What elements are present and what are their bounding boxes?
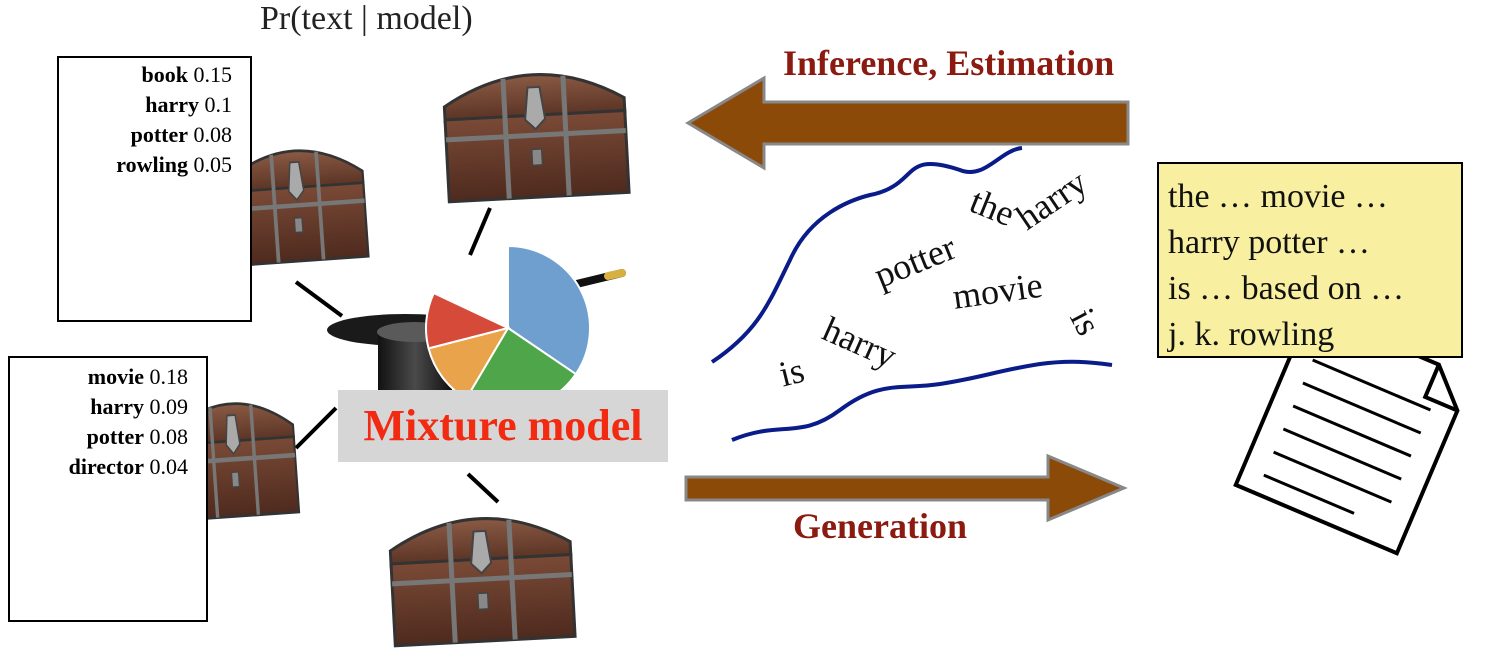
topic-row: director 0.04 <box>10 452 188 482</box>
topic-row: harry 0.1 <box>59 90 232 120</box>
topic-prob: 0.1 <box>204 92 233 117</box>
topic-word: movie <box>87 364 144 389</box>
topic-row: potter 0.08 <box>59 120 232 150</box>
text-stream-top-curve <box>710 146 1023 364</box>
topic-prob: 0.18 <box>149 364 189 389</box>
topic-box-2: movie 0.18 harry 0.09 potter 0.08 direct… <box>8 356 208 622</box>
generation-arrow <box>684 453 1128 523</box>
document-line: j. k. rowling <box>1168 316 1335 353</box>
topic-row: rowling 0.05 <box>59 150 232 180</box>
topic-word: rowling <box>116 152 188 177</box>
generation-label: Generation <box>793 506 967 546</box>
inference-arrow <box>685 75 1130 171</box>
topic-prob: 0.04 <box>149 454 189 479</box>
pie-slice <box>507 244 591 376</box>
topic-word: potter <box>130 122 188 147</box>
topic-row: potter 0.08 <box>10 422 188 452</box>
document-line: harry potter … <box>1168 224 1371 261</box>
diagram-title: Pr(text | model) <box>260 0 473 37</box>
topic-word: potter <box>86 424 144 449</box>
topic-prob: 0.05 <box>193 152 233 177</box>
inference-label: Inference, Estimation <box>783 43 1115 83</box>
topic-prob: 0.09 <box>149 394 189 419</box>
pie-slice <box>425 291 511 350</box>
document-text-note: the … movie … harry potter … is … based … <box>1157 162 1463 358</box>
treasure-chest-icon <box>389 514 575 646</box>
document-line: the … movie … <box>1168 178 1389 215</box>
mixture-pie-chart <box>425 244 591 411</box>
mixture-model-label: Mixture model <box>338 390 668 462</box>
topic-box-1: book 0.15 harry 0.1 potter 0.08 rowling … <box>57 56 252 322</box>
topic-word: harry <box>90 394 144 419</box>
connector-lines <box>294 207 500 504</box>
topic-row: movie 0.18 <box>10 362 188 392</box>
topic-prob: 0.08 <box>149 424 189 449</box>
document-line: is … based on … <box>1168 270 1405 307</box>
topic-word: director <box>68 454 144 479</box>
topic-row: harry 0.09 <box>10 392 188 422</box>
topic-prob: 0.15 <box>193 62 233 87</box>
text-stream-bottom-curve <box>731 359 1113 442</box>
topic-row: book 0.15 <box>59 60 232 90</box>
topic-word: book <box>141 62 188 87</box>
treasure-chest-icon <box>443 70 629 202</box>
topic-word: harry <box>145 92 199 117</box>
topic-prob: 0.08 <box>193 122 233 147</box>
